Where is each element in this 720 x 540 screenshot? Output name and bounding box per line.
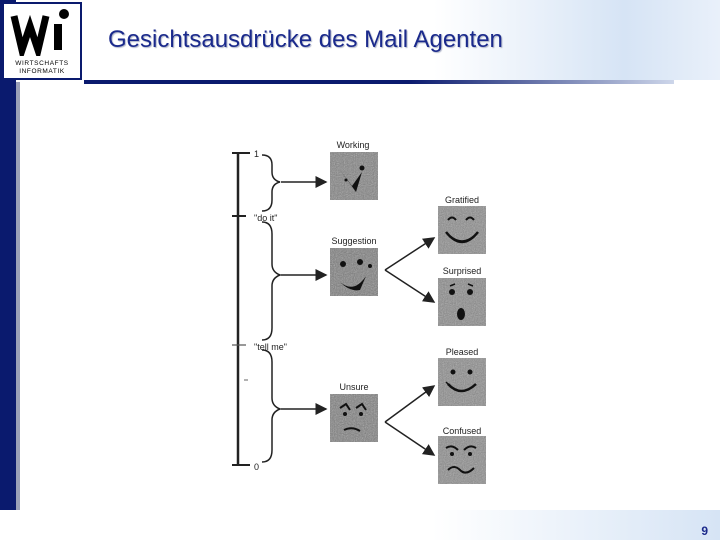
scale-label-bottom: 0 bbox=[254, 462, 259, 472]
scale-label-do-it: "do it" bbox=[254, 213, 277, 223]
page-number: 9 bbox=[701, 524, 708, 538]
brace-unsure bbox=[261, 349, 283, 463]
brace-suggestion bbox=[261, 221, 283, 341]
label-surprised: Surprised bbox=[443, 266, 482, 276]
label-confused: Confused bbox=[443, 426, 482, 436]
label-unsure: Unsure bbox=[339, 382, 368, 392]
header-rule bbox=[84, 80, 674, 84]
scale-label-top: 1 bbox=[254, 149, 259, 159]
face-surprised bbox=[438, 278, 486, 326]
brace-working bbox=[261, 154, 281, 212]
label-pleased: Pleased bbox=[446, 347, 479, 357]
brace-arrows bbox=[281, 176, 328, 415]
face-working bbox=[330, 152, 378, 200]
footer-band bbox=[0, 510, 720, 540]
branch-arrows bbox=[384, 237, 436, 456]
range-braces bbox=[261, 154, 283, 463]
wi-logo-mark bbox=[10, 9, 69, 56]
header-band bbox=[84, 0, 720, 80]
confidence-scale: 1 "do it" "tell me" 0 bbox=[232, 149, 287, 472]
left-bar-shadow bbox=[16, 82, 20, 510]
face-confused bbox=[438, 436, 486, 484]
logo-text-line2: INFORMATIK bbox=[19, 68, 65, 75]
scale-label-tell-me: "tell me" bbox=[254, 342, 287, 352]
page-title: Gesichtsausdrücke des Mail Agenten bbox=[108, 26, 503, 53]
label-gratified: Gratified bbox=[445, 195, 479, 205]
arrow-to-confused bbox=[384, 421, 436, 456]
label-suggestion: Suggestion bbox=[331, 236, 376, 246]
arrow-to-pleased bbox=[384, 385, 436, 423]
logo-text-line1: WIRTSCHAFTS bbox=[15, 60, 69, 67]
wi-logo: WIRTSCHAFTS INFORMATIK bbox=[2, 2, 82, 80]
face-pleased bbox=[438, 358, 486, 406]
left-sidebar-bar bbox=[0, 0, 16, 510]
arrow-to-surprised bbox=[384, 269, 436, 303]
face-gratified bbox=[438, 206, 486, 254]
arrow-to-gratified bbox=[384, 237, 436, 271]
face-unsure bbox=[330, 394, 378, 442]
label-working: Working bbox=[337, 140, 370, 150]
face-suggestion bbox=[330, 248, 378, 296]
